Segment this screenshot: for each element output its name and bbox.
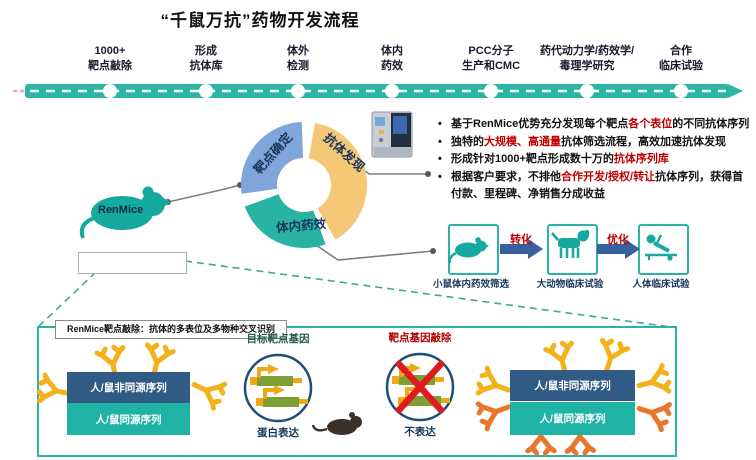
milestone-line1: 体内	[381, 45, 403, 57]
milestone-label: PCC分子生产和CMC	[426, 44, 556, 74]
milestone-line2: 生产和CMC	[461, 60, 521, 72]
bullet-highlight: 各个表位	[628, 118, 673, 130]
bullet-text: 基于RenMice优势充分发现每个靶点	[451, 118, 629, 130]
milestone-line1: 体外	[287, 45, 309, 57]
milestone-label: 合作临床试验	[616, 44, 746, 74]
donut-label-in-vivo-efficacy: 体内药效	[275, 216, 327, 236]
step-label-mouse-efficacy: 小鼠体内药效筛选	[432, 279, 509, 290]
bullet-text: 抗体筛选流程，高效加速抗体发现	[561, 135, 726, 148]
milestone-line2: 检测	[287, 60, 309, 72]
page-title: “千鼠万抗”药物开发流程	[160, 11, 360, 30]
bullet-item: 形成针对1000+靶点形成数十万的抗体序列库	[437, 151, 751, 169]
label-gene-knockout: 靶点基因敲除	[388, 332, 452, 344]
left-bar-homologous: 人/鼠同源序列	[67, 403, 190, 435]
arrow-label-optimize: 优化	[607, 234, 629, 246]
milestone-line1: 合作	[670, 45, 692, 57]
bullet-highlight: 合作开发/授权/转让	[561, 170, 656, 183]
donut-label-antibody-discovery: 抗体发现	[320, 130, 368, 175]
right-bar-homologous: 人/鼠同源序列	[510, 402, 635, 435]
milestone-line1: 形成	[195, 45, 217, 57]
milestone-line1: 1000+	[94, 45, 126, 57]
bullet-highlight: 大规模、高通量	[484, 135, 561, 148]
bullet-item: 独特的大规模、高通量抗体筛选流程，高效加速抗体发现	[437, 134, 751, 152]
milestone-line2: 药效	[381, 60, 403, 72]
step-box-mouse-efficacy	[448, 224, 499, 275]
step-box-human-trial	[638, 224, 689, 275]
milestone-label: 药代动力学/药效学/毒理学研究	[522, 44, 652, 74]
caption-protein-expressed: 蛋白表达	[257, 427, 299, 439]
bullet-text: 独特的	[451, 135, 484, 148]
milestone-label: 体外检测	[233, 44, 363, 74]
bullet-item: 基于RenMice优势充分发现每个靶点各个表位的不同抗体序列	[437, 116, 751, 134]
step-label-large-animal: 大动物临床试验	[536, 279, 604, 290]
screening-machine-icon	[371, 111, 413, 158]
renmice-label: RenMice	[98, 204, 144, 216]
bullet-text: 形成针对1000+靶点形成数十万的	[451, 153, 614, 166]
bullet-text: 的不同抗体序列	[672, 118, 750, 130]
milestone-line2: 毒理学研究	[559, 60, 615, 72]
milestone-label: 体内药效	[327, 44, 457, 74]
milestone-line1: PCC分子	[468, 45, 514, 57]
milestone-line2: 抗体库	[189, 60, 223, 72]
milestone-label: 1000+ 靶点敲除	[45, 44, 175, 74]
arrow-label-transform: 转化	[510, 234, 532, 246]
donut-label-target-confirm: 靶点确定	[251, 130, 296, 177]
callout-box	[78, 252, 187, 274]
timeline-bar	[13, 84, 743, 98]
connector-lines	[167, 160, 434, 261]
bullet-text: 根据客户要求，不排他	[451, 170, 561, 183]
milestone-line1: 药代动力学/药效学/	[539, 45, 635, 57]
step-label-human-trial: 人体临床试验	[632, 279, 690, 290]
milestone-line2: 临床试验	[659, 60, 703, 72]
milestone-label: 形成抗体库	[141, 44, 271, 74]
label-target-gene: 目标靶点基因	[246, 333, 310, 345]
feature-bullet-list: 基于RenMice优势充分发现每个靶点各个表位的不同抗体序列独特的大规模、高通量…	[437, 116, 751, 204]
connector-dots	[165, 158, 436, 254]
bullet-item: 根据客户要求，不排他合作开发/授权/转让抗体序列，获得首付款、里程碑、净销售分成…	[437, 169, 751, 204]
step-box-large-animal	[547, 224, 598, 275]
bullet-highlight: 抗体序列库	[613, 153, 669, 166]
bullet-text: 抗体序列，获得首付款、里程碑、净销售分成收益	[451, 170, 744, 201]
milestone-line2: 靶点敲除	[88, 60, 132, 72]
right-bar-nonhomologous: 人/鼠非同源序列	[510, 370, 635, 401]
caption-not-expressed: 不表达	[404, 426, 436, 438]
left-bar-nonhomologous: 人/鼠非同源序列	[67, 372, 190, 403]
